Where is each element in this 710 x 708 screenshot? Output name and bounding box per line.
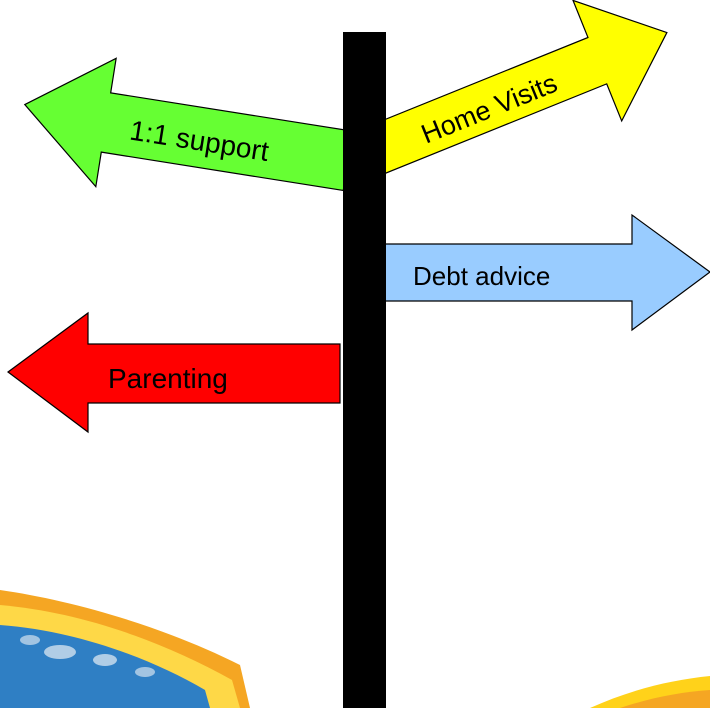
sign-parenting-label: Parenting bbox=[108, 363, 228, 394]
sign-debt-advice-label: Debt advice bbox=[413, 261, 550, 291]
sign-debt-advice: Debt advice bbox=[384, 213, 710, 332]
sign-parenting: Parenting bbox=[6, 311, 341, 434]
decorative-swoosh-right bbox=[590, 676, 710, 708]
sign-debt-advice-arrow bbox=[384, 213, 710, 332]
decorative-swoosh-left bbox=[0, 590, 250, 708]
sign-parenting-arrow bbox=[6, 311, 341, 434]
signpost-pole bbox=[343, 32, 386, 708]
sign-home-visits-arrow bbox=[346, 0, 668, 183]
sign-1-1-support: 1:1 support bbox=[23, 57, 354, 192]
